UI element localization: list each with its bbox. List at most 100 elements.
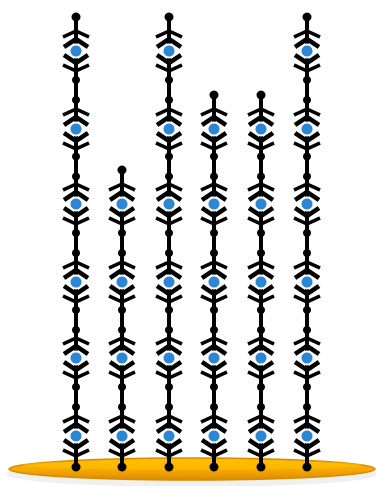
chain-joint-icon [257,306,265,314]
bead-unit-icon [247,414,275,458]
chain-joint-icon [210,383,218,391]
bead-core [301,198,313,210]
bead-core [163,198,175,210]
chain-joint-icon [303,96,311,104]
chain-joint-icon [303,172,311,181]
bead-core [70,352,82,364]
chain-joint-icon [118,249,126,257]
bead-unit-icon [108,260,136,304]
bead-unit-icon [155,260,183,304]
bead-core [163,352,175,364]
chain-joint-icon [165,249,173,257]
bead-core [70,198,82,210]
bead-core [116,276,128,288]
chain-joint-icon [72,249,80,257]
bead-unit-icon [200,182,228,226]
bead-core [301,352,313,364]
chain-joint-icon [72,152,80,161]
bead-unit-icon [247,336,275,380]
bead-unit-icon [62,182,90,226]
terminal-node-icon [71,462,81,472]
bead-core [255,123,267,135]
bead-core [163,45,175,57]
chain-joint-icon [72,76,80,84]
bead-core [255,276,267,288]
bead-unit-icon [247,182,275,226]
bead-unit-icon [200,107,228,151]
bead-unit-icon [247,260,275,304]
bead-unit-icon [293,336,321,380]
chain-joint-icon [72,306,80,314]
chain-joint-icon [118,403,126,411]
terminal-node-icon [117,165,127,175]
terminal-node-icon [302,12,312,22]
chain-joint-icon [72,403,80,411]
chain-3 [155,12,183,472]
chain-joint-icon [165,326,173,334]
chain-joint-icon [303,306,311,314]
chain-joint-icon [210,152,218,161]
chain-joint-icon [257,326,265,334]
bead-unit-icon [200,336,228,380]
bead-unit-icon [62,29,90,73]
bead-core [116,352,128,364]
chain-joint-icon [118,383,126,391]
chain-joint-icon [303,326,311,334]
chain-joint-icon [72,172,80,181]
chain-joint-icon [118,326,126,334]
terminal-node-icon [209,462,219,472]
base-plate [6,457,376,486]
chain-joint-icon [165,172,173,181]
bead-core [163,430,175,442]
bead-unit-icon [155,107,183,151]
chain-joint-icon [72,326,80,334]
chain-joint-icon [303,229,311,237]
bead-core [208,352,220,364]
chain-5 [247,90,275,472]
bead-core [116,430,128,442]
bead-unit-icon [155,414,183,458]
chain-joint-icon [210,249,218,257]
bead-unit-icon [293,182,321,226]
chain-joint-icon [165,76,173,84]
terminal-node-icon [209,90,219,100]
bead-unit-icon [155,29,183,73]
chain-joint-icon [210,306,218,314]
chain-joint-icon [165,96,173,104]
terminal-node-icon [302,462,312,472]
chain-joint-icon [72,383,80,391]
bead-unit-icon [62,336,90,380]
chain-joint-icon [210,172,218,181]
chain-joint-icon [165,403,173,411]
bead-core [163,276,175,288]
bead-unit-icon [62,414,90,458]
chain-joint-icon [165,306,173,314]
bead-core [301,276,313,288]
bead-core [208,276,220,288]
chain-4 [200,90,228,472]
chain-1 [62,12,90,472]
bead-core [301,45,313,57]
chain-joint-icon [165,229,173,237]
terminal-node-icon [164,462,174,472]
bead-unit-icon [108,336,136,380]
terminal-node-icon [164,12,174,22]
chain-2 [108,165,136,472]
bead-core [70,276,82,288]
bead-core [255,352,267,364]
bead-core [301,123,313,135]
bead-unit-icon [293,414,321,458]
bead-core [208,430,220,442]
chain-joint-icon [210,326,218,334]
chain-joint-icon [210,403,218,411]
chain-joint-icon [257,229,265,237]
chain-joint-icon [118,306,126,314]
chain-joint-icon [303,383,311,391]
bead-core [70,45,82,57]
chain-joint-icon [257,383,265,391]
chain-joint-icon [118,229,126,237]
bead-unit-icon [155,182,183,226]
chains-group [62,12,321,472]
bead-unit-icon [62,260,90,304]
